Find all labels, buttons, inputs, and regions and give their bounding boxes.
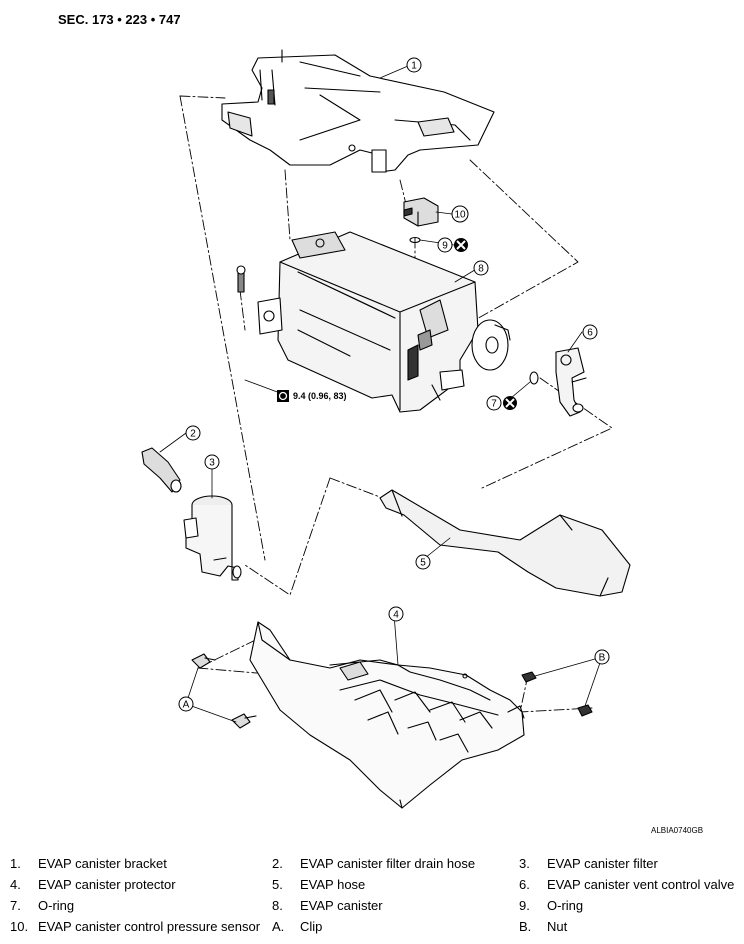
legend-label: EVAP canister protector: [38, 877, 176, 892]
legend-label: EVAP hose: [300, 877, 366, 892]
callout-9: 9: [437, 237, 453, 253]
legend-number: 7.: [10, 898, 21, 913]
nut-part-b1: [521, 671, 537, 683]
legend-number: 10.: [10, 919, 29, 934]
bolt-part: [236, 265, 246, 293]
torque-wrench-icon: [277, 390, 289, 402]
canister-protector-part: [249, 621, 525, 809]
clip-part-a2: [231, 713, 257, 729]
legend-number: A.: [272, 919, 285, 934]
callout-6: 6: [582, 324, 598, 340]
svg-text:10: 10: [454, 210, 466, 221]
svg-text:7: 7: [491, 399, 497, 410]
legend-number: 8.: [272, 898, 283, 913]
legend-label: O-ring: [38, 898, 75, 913]
callout-5: 5: [415, 554, 431, 570]
callout-1: 1: [406, 57, 422, 73]
callout-markers: 1 10 9 8 6 7 2 3 5 4 A B: [178, 57, 610, 712]
legend-label: EVAP canister control pressure sensor: [38, 919, 261, 934]
legend-number: 3.: [519, 856, 530, 871]
svg-text:2: 2: [190, 429, 196, 440]
svg-text:9: 9: [442, 241, 448, 252]
callout-7: 7: [486, 395, 502, 411]
figure-code: ALBIA0740GB: [651, 826, 704, 835]
callout-2: 2: [185, 425, 201, 441]
section-title: SEC. 173 • 223 • 747: [58, 12, 181, 27]
legend-label: O-ring: [547, 898, 584, 913]
torque-spec: 9.4 (0.96, 83): [293, 391, 347, 401]
callout-10: 10: [451, 205, 469, 223]
callout-b: B: [594, 649, 610, 665]
legend-label: Clip: [300, 919, 323, 934]
drain-hose-part: [141, 447, 182, 493]
vent-control-valve-part: [555, 347, 587, 417]
callout-4: 4: [388, 606, 404, 622]
legend-label: EVAP canister filter drain hose: [300, 856, 476, 871]
svg-text:8: 8: [478, 264, 484, 275]
legend-label: EVAP canister bracket: [38, 856, 167, 871]
legend-label: Nut: [547, 919, 568, 934]
o-ring-7-part: [529, 371, 539, 385]
clip-part-a1: [191, 653, 216, 669]
nut-part-b2: [577, 704, 593, 717]
legend-number: B.: [519, 919, 532, 934]
svg-text:A: A: [183, 700, 190, 711]
do-not-reuse-icon-7: [503, 396, 517, 410]
svg-text:B: B: [599, 653, 606, 664]
legend-number: 6.: [519, 877, 530, 892]
svg-text:4: 4: [393, 610, 399, 621]
evap-hose-part: [379, 489, 631, 597]
callout-8: 8: [473, 260, 489, 276]
legend-label: EVAP canister filter: [547, 856, 658, 871]
svg-text:1: 1: [411, 61, 417, 72]
svg-text:5: 5: [420, 558, 426, 569]
canister-part: [257, 231, 511, 413]
canister-bracket-part: [221, 49, 495, 173]
legend-number: 5.: [272, 877, 283, 892]
legend-number: 2.: [272, 856, 283, 871]
exploded-parts-diagram: 1 10 9 8 6 7 2 3 5 4 A B: [141, 49, 631, 809]
do-not-reuse-icon-9: [454, 238, 468, 252]
legend-number: 9.: [519, 898, 530, 913]
pressure-sensor-part: [403, 197, 439, 227]
legend-number: 4.: [10, 877, 21, 892]
legend-label: EVAP canister vent control valve: [547, 877, 735, 892]
svg-text:3: 3: [209, 458, 215, 469]
legend-number: 1.: [10, 856, 21, 871]
callout-a: A: [178, 696, 194, 712]
callout-3: 3: [204, 454, 220, 470]
canister-filter-part: [183, 495, 242, 581]
legend-label: EVAP canister: [300, 898, 383, 913]
svg-text:6: 6: [587, 328, 593, 339]
